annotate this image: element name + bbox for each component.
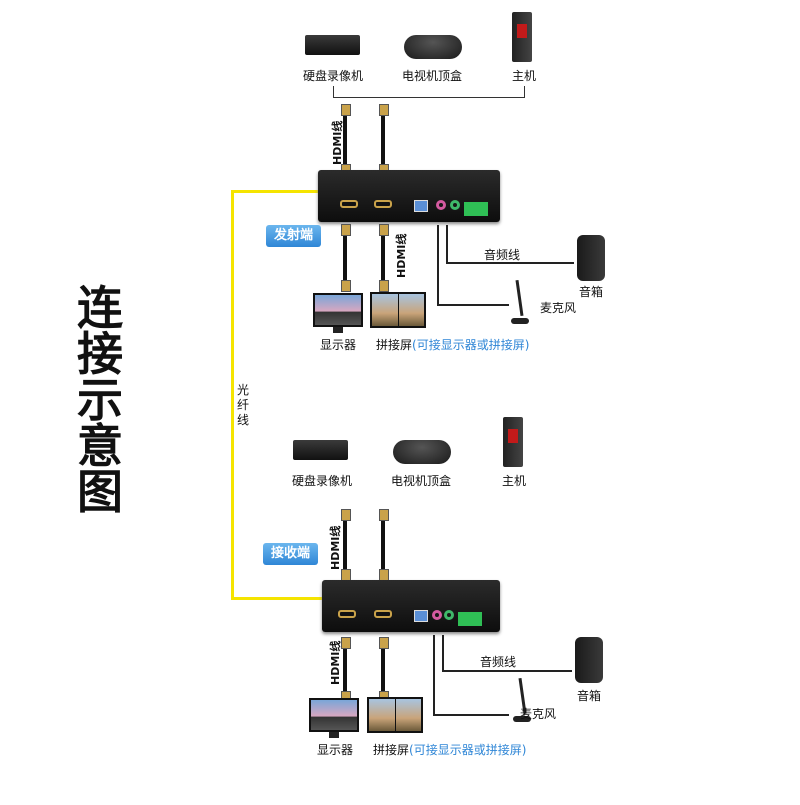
audio-wire xyxy=(446,225,448,263)
mic-label: 麦克风 xyxy=(519,707,557,721)
receiver-section: 硬盘录像机 电视机顶盒 主机 HDMI线 接收端 HDMI线 显示器 拼接屏(可… xyxy=(0,405,800,805)
audio-wire xyxy=(442,670,572,672)
mic-wire xyxy=(437,304,509,306)
microphone-base xyxy=(513,716,531,722)
pc-tower-icon xyxy=(503,417,523,467)
terminal-block xyxy=(464,202,488,216)
mic-wire xyxy=(433,635,435,715)
hdmi-cable xyxy=(379,637,389,703)
audio-cable-label: 音频线 xyxy=(483,248,521,262)
diagram-title: 连接示意图 xyxy=(77,281,123,519)
audio-jack xyxy=(432,610,442,620)
set-top-box-icon xyxy=(404,35,462,59)
display-label: 显示器 xyxy=(316,743,354,757)
hdmi-label: HDMI线 xyxy=(329,525,342,570)
fiber-port xyxy=(414,200,428,212)
fiber-cable xyxy=(231,190,234,600)
hdmi-cable xyxy=(379,509,389,581)
fiber-label: 光纤线 xyxy=(237,383,250,427)
stb-label: 电视机顶盒 xyxy=(401,69,463,83)
splice-label-group: 拼接屏(可接显示器或拼接屏) xyxy=(376,336,529,353)
receiver-badge: 接收端 xyxy=(263,543,319,565)
microphone-icon xyxy=(515,279,524,317)
fiber-port xyxy=(414,610,428,622)
mic-label: 麦克风 xyxy=(539,301,577,315)
hdmi-in-port xyxy=(338,610,356,618)
dvr-icon xyxy=(293,440,348,460)
hdmi-in-port xyxy=(340,200,358,208)
dvr-label: 硬盘录像机 xyxy=(302,69,364,83)
hdmi-cable xyxy=(341,637,351,703)
stb-label: 电视机顶盒 xyxy=(390,474,452,488)
speaker-icon xyxy=(575,637,603,683)
splice-label: 拼接屏 xyxy=(373,743,410,757)
splice-note: (可接显示器或拼接屏) xyxy=(412,338,530,352)
set-top-box-icon xyxy=(393,440,451,464)
dvr-label: 硬盘录像机 xyxy=(291,474,353,488)
monitor-icon xyxy=(313,293,363,333)
splice-label-group: 拼接屏(可接显示器或拼接屏) xyxy=(373,741,526,758)
transmitter-section: 硬盘录像机 电视机顶盒 主机 HDMI线 发射端 HDMI线 显示器 拼接屏(可… xyxy=(0,0,800,400)
fiber-cable-top xyxy=(231,190,321,193)
audio-jack xyxy=(444,610,454,620)
extender-device xyxy=(322,580,500,632)
pc-tower-icon xyxy=(512,12,532,62)
display-label: 显示器 xyxy=(319,338,357,352)
hdmi-out-port xyxy=(374,200,392,208)
splice-label: 拼接屏 xyxy=(376,338,413,352)
hdmi-cable xyxy=(379,224,389,292)
audio-wire xyxy=(442,635,444,671)
extender-device xyxy=(318,170,500,222)
hdmi-cable xyxy=(379,104,389,176)
audio-cable-label: 音频线 xyxy=(479,655,517,669)
monitor-icon xyxy=(309,698,359,738)
hdmi-label: HDMI线 xyxy=(331,120,344,165)
dvr-icon xyxy=(305,35,360,55)
transmitter-badge: 发射端 xyxy=(266,225,322,247)
audio-wire xyxy=(446,262,574,264)
microphone-base xyxy=(511,318,529,324)
source-bracket xyxy=(333,86,525,98)
hdmi-label: HDMI线 xyxy=(395,233,408,278)
terminal-block xyxy=(458,612,482,626)
pc-label: 主机 xyxy=(501,474,527,488)
splice-screen-icon xyxy=(367,697,423,733)
audio-jack xyxy=(436,200,446,210)
splice-screen-icon xyxy=(370,292,426,328)
speaker-label: 音箱 xyxy=(576,689,602,703)
hdmi-label: HDMI线 xyxy=(329,640,342,685)
mic-wire xyxy=(433,714,509,716)
audio-jack xyxy=(450,200,460,210)
hdmi-cable xyxy=(341,224,351,292)
fiber-cable-bottom xyxy=(231,597,323,600)
hdmi-out-port xyxy=(374,610,392,618)
mic-wire xyxy=(437,225,439,305)
pc-label: 主机 xyxy=(511,69,537,83)
speaker-icon xyxy=(577,235,605,281)
hdmi-cable xyxy=(341,509,351,581)
speaker-label: 音箱 xyxy=(578,285,604,299)
splice-note: (可接显示器或拼接屏) xyxy=(409,743,527,757)
